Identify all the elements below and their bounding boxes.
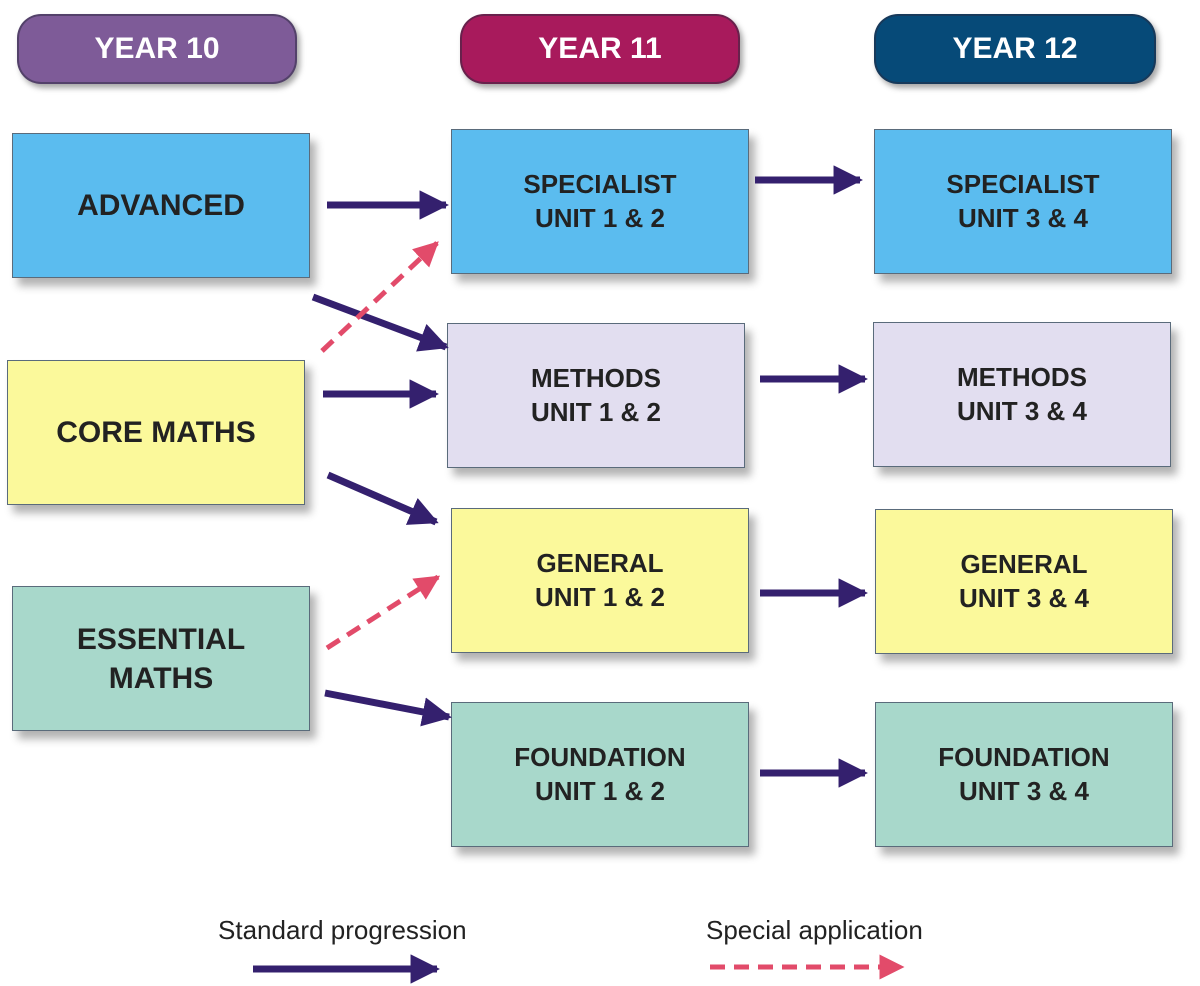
year-11-header: YEAR 11 bbox=[460, 14, 740, 84]
standard-arrow-core-to-general bbox=[326, 471, 439, 526]
specialist-unit-1-2-title: SPECIALIST bbox=[523, 168, 677, 199]
methods-unit-3-4-box: METHODS UNIT 3 & 4 bbox=[873, 322, 1171, 467]
advanced-label: ADVANCED bbox=[77, 189, 245, 222]
methods-unit-1-2-box: METHODS UNIT 1 & 2 bbox=[447, 323, 745, 468]
special-arrow-essential-to-general bbox=[325, 574, 441, 651]
advanced-box: ADVANCED bbox=[12, 133, 310, 278]
year-12-header-label: YEAR 12 bbox=[952, 32, 1078, 65]
foundation-unit-3-4-title: FOUNDATION bbox=[938, 741, 1110, 772]
essential-maths-box: ESSENTIAL MATHS bbox=[12, 586, 310, 731]
general-unit-1-2-title: GENERAL bbox=[536, 547, 664, 578]
year-11-header-label: YEAR 11 bbox=[538, 32, 662, 65]
legend-standard-label: Standard progression bbox=[218, 915, 467, 945]
essential-maths-label-line1: ESSENTIAL bbox=[76, 622, 246, 656]
specialist-unit-1-2-units: UNIT 1 & 2 bbox=[534, 202, 666, 233]
methods-unit-3-4-units: UNIT 3 & 4 bbox=[956, 395, 1088, 426]
methods-unit-3-4-title: METHODS bbox=[957, 361, 1087, 392]
general-unit-3-4-title: GENERAL bbox=[960, 548, 1088, 579]
foundation-unit-3-4-units: UNIT 3 & 4 bbox=[958, 775, 1090, 806]
special-arrow-core-to-specialist bbox=[320, 241, 439, 353]
general-unit-3-4-units: UNIT 3 & 4 bbox=[958, 582, 1090, 613]
specialist-unit-3-4-title: SPECIALIST bbox=[946, 168, 1100, 199]
general-unit-1-2-box: GENERAL UNIT 1 & 2 bbox=[451, 508, 749, 653]
core-maths-box: CORE MATHS bbox=[7, 360, 305, 505]
specialist-unit-1-2-box: SPECIALIST UNIT 1 & 2 bbox=[451, 129, 749, 274]
methods-unit-1-2-units: UNIT 1 & 2 bbox=[530, 396, 662, 427]
year-10-header-label: YEAR 10 bbox=[94, 32, 220, 65]
year-10-header: YEAR 10 bbox=[17, 14, 297, 84]
standard-arrow-essential-to-foundation bbox=[324, 689, 452, 727]
core-maths-label: CORE MATHS bbox=[56, 416, 256, 449]
foundation-unit-1-2-box: FOUNDATION UNIT 1 & 2 bbox=[451, 702, 749, 847]
general-unit-3-4-box: GENERAL UNIT 3 & 4 bbox=[875, 509, 1173, 654]
foundation-unit-3-4-box: FOUNDATION UNIT 3 & 4 bbox=[875, 702, 1173, 847]
standard-arrow-advanced-to-methods bbox=[311, 293, 449, 352]
specialist-unit-3-4-units: UNIT 3 & 4 bbox=[957, 202, 1089, 233]
specialist-unit-3-4-box: SPECIALIST UNIT 3 & 4 bbox=[874, 129, 1172, 274]
essential-maths-label-line2: MATHS bbox=[108, 661, 214, 695]
general-unit-1-2-units: UNIT 1 & 2 bbox=[534, 581, 666, 612]
methods-unit-1-2-title: METHODS bbox=[531, 362, 661, 393]
legend-special-label: Special application bbox=[706, 915, 923, 945]
year-12-header: YEAR 12 bbox=[874, 14, 1156, 84]
foundation-unit-1-2-title: FOUNDATION bbox=[514, 741, 686, 772]
foundation-unit-1-2-units: UNIT 1 & 2 bbox=[534, 775, 666, 806]
